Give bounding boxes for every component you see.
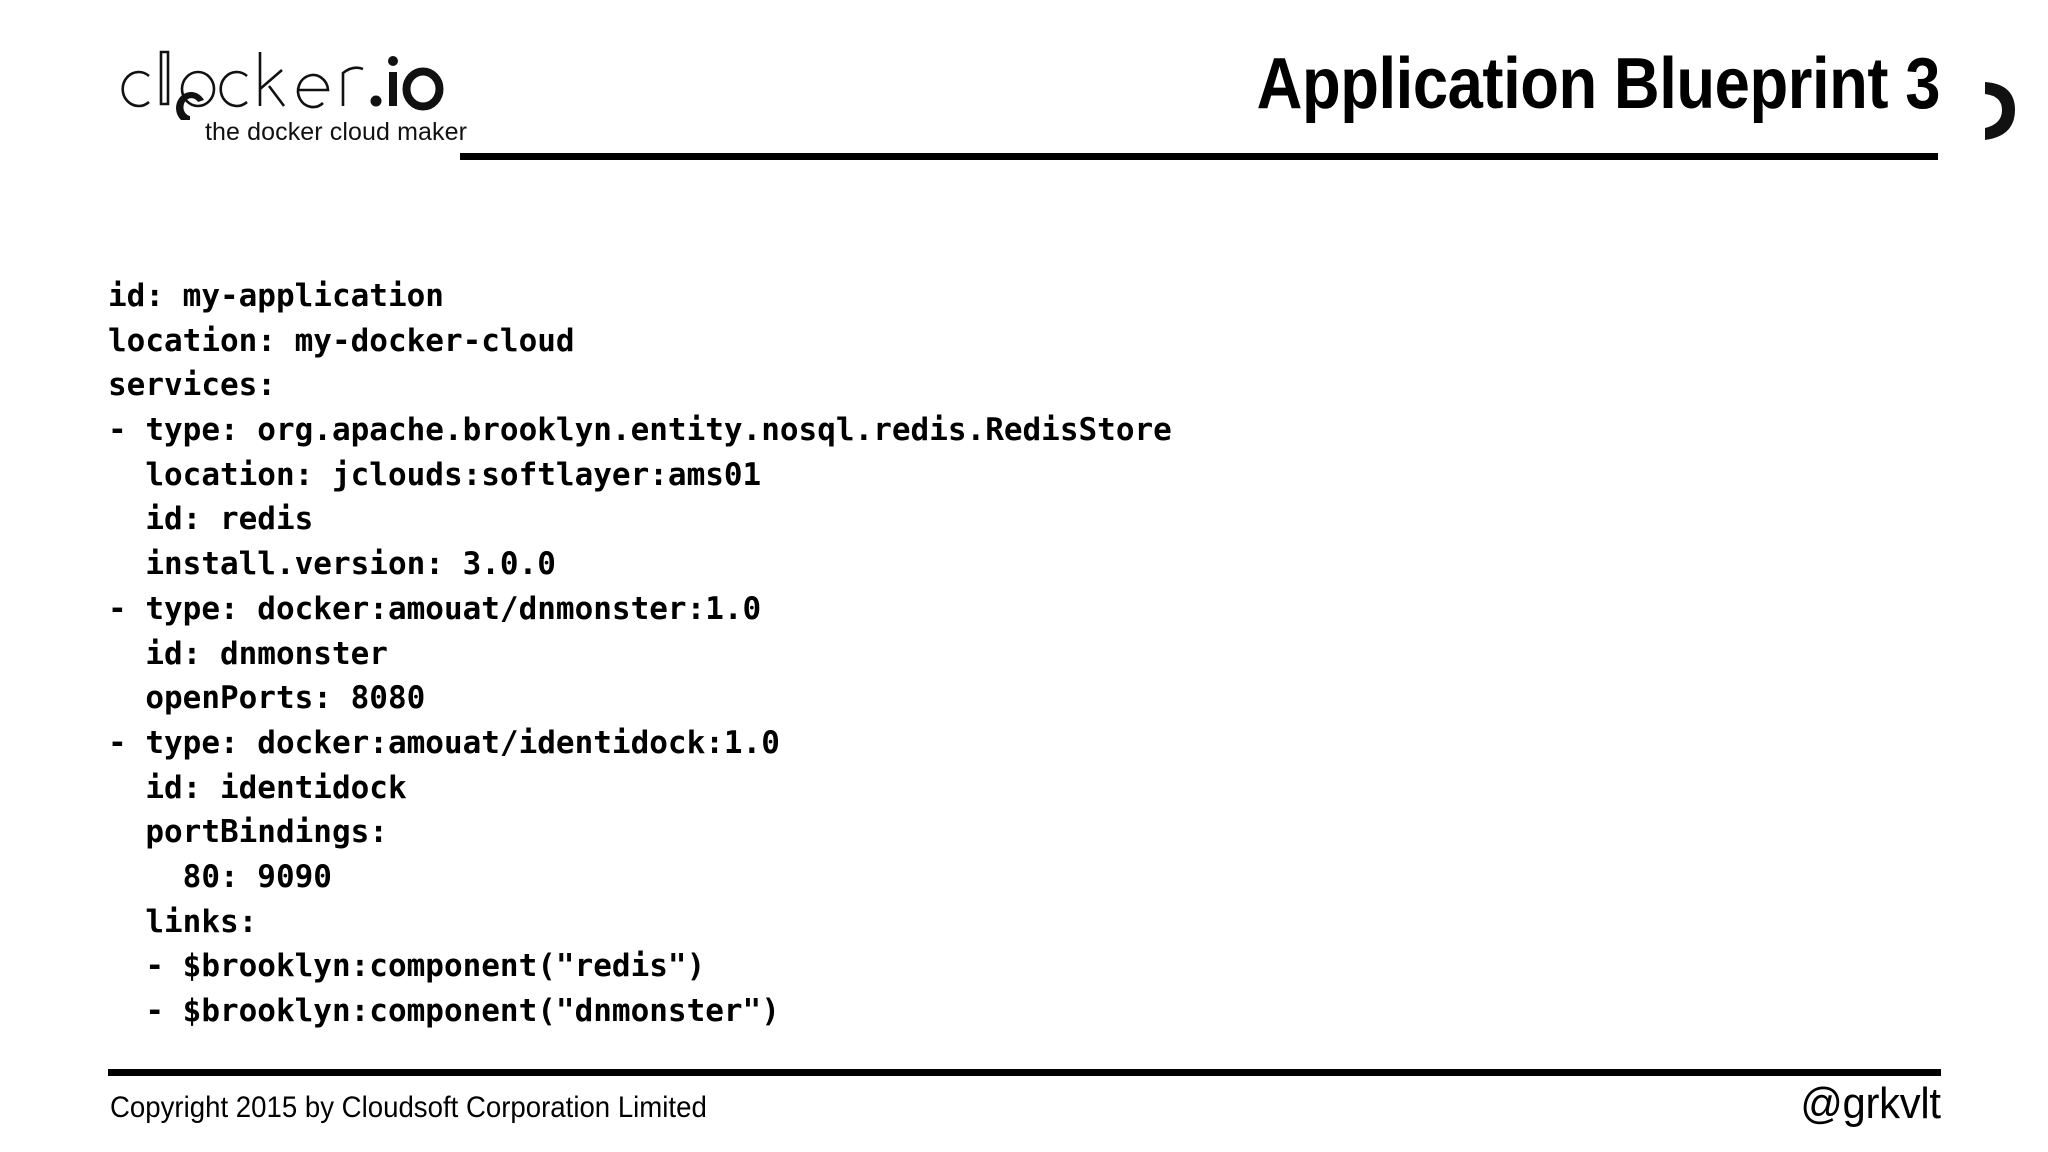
code-line: id: my-application (108, 278, 444, 314)
page-title: Application Blueprint 3 (1256, 44, 1941, 124)
code-line: services: (108, 367, 276, 404)
code-line: location: my-docker-cloud (108, 322, 575, 359)
code-line: portBindings: (108, 814, 388, 851)
footer-copyright: Copyright 2015 by Cloudsoft Corporation … (110, 1091, 707, 1124)
slide-header: the docker cloud maker Application Bluep… (0, 0, 2048, 175)
header-divider (460, 153, 1938, 160)
logo-tagline: the docker cloud maker (205, 118, 468, 146)
clocker-io-wordmark-icon (121, 50, 444, 120)
code-line: - type: docker:amouat/dnmonster:1.0 (108, 590, 762, 627)
code-line: 80: 9090 (108, 858, 332, 895)
clocker-c-swoosh-icon (1985, 82, 2015, 140)
code-line: - type: org.apache.brooklyn.entity.nosql… (108, 412, 1172, 449)
code-line: id: dnmonster (108, 635, 388, 672)
code-line: - $brooklyn:component("redis") (108, 948, 706, 985)
clocker-logo: the docker cloud maker (108, 48, 467, 158)
blueprint-yaml-code: id: my-application location: my-docker-cl… (108, 274, 1172, 1034)
code-line: - $brooklyn:component("dnmonster") (108, 993, 780, 1029)
code-line: install.version: 3.0.0 (108, 546, 556, 583)
code-line: - type: docker:amouat/identidock:1.0 (108, 724, 780, 761)
code-line: openPorts: 8080 (108, 680, 426, 717)
footer-divider (108, 1069, 1941, 1076)
code-line: location: jclouds:softlayer:ams01 (108, 456, 762, 493)
code-line: id: identidock (108, 769, 407, 806)
footer-author-handle: @grkvlt (1800, 1079, 1942, 1128)
code-line: links: (108, 903, 258, 940)
code-line: id: redis (108, 501, 314, 538)
